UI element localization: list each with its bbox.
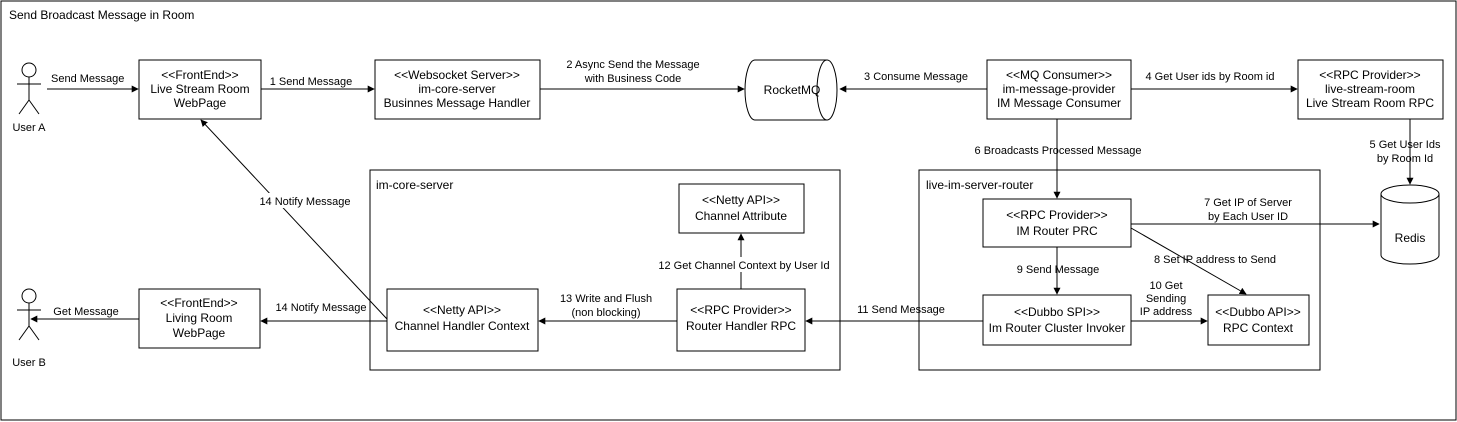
edge-14a [200, 119, 388, 320]
edge-3-label: 3 Consume Message [864, 71, 968, 83]
actor-user-a-label: User A [12, 122, 46, 134]
node-netty-channel-context [386, 288, 539, 352]
node-websocket-server-line3: Businnes Message Handler [384, 96, 531, 110]
edge-10-label-line1: 10 Get [1149, 280, 1182, 292]
actor-user-b-label: User B [12, 357, 46, 369]
node-frontend-live [138, 59, 262, 120]
node-frontend-living-line1: <<FrontEnd>> [160, 296, 237, 310]
node-router-handler-rpc [676, 288, 806, 352]
edge-10-label-line3: IP address [1140, 306, 1193, 318]
node-frontend-live-line2: Live Stream Room [150, 82, 249, 96]
container-im-core-server-label: im-core-server [376, 178, 453, 192]
node-im-router-prc [982, 198, 1132, 248]
node-rpc-provider-room [1297, 59, 1444, 120]
node-mq-consumer-line3: IM Message Consumer [997, 96, 1121, 110]
node-netty-channel-attribute-line2: Channel Attribute [695, 209, 787, 223]
edge-get-message-label: Get Message [53, 306, 118, 318]
edge-14a-label-bg [254, 193, 356, 208]
node-dubbo-api-line2: RPC Context [1223, 321, 1294, 335]
node-rocketmq [744, 59, 838, 121]
actor-user-b [17, 288, 41, 341]
node-websocket-server [374, 59, 541, 120]
node-frontend-live-line3: WebPage [174, 96, 227, 110]
node-frontend-living [138, 288, 261, 349]
node-im-router-prc-line2: IM Router PRC [1016, 224, 1098, 238]
node-rocketmq-label: RocketMQ [764, 83, 821, 97]
node-frontend-living-line2: Living Room [166, 311, 233, 325]
edge-6-label: 6 Broadcasts Processed Message [975, 145, 1142, 157]
node-im-router-prc-line1: <<RPC Provider>> [1006, 208, 1107, 222]
container-im-core-server [369, 169, 841, 371]
edge-14a-label: 14 Notify Message [259, 196, 350, 208]
edge-9-label: 9 Send Message [1017, 264, 1100, 276]
edge-5-label-line2: by Room Id [1377, 153, 1433, 165]
node-dubbo-api-line1: <<Dubbo API>> [1215, 305, 1300, 319]
actor-user-a [17, 62, 41, 115]
edge-12-label-bg [655, 257, 833, 272]
edge-11-label: 11 Send Message [857, 304, 945, 316]
edge-8-label: 8 Set IP address to Send [1154, 254, 1276, 266]
node-router-handler-rpc-line2: Router Handler RPC [686, 319, 796, 333]
node-dubbo-api [1207, 294, 1310, 346]
edge-7-label-line2: by Each User ID [1208, 211, 1288, 223]
node-dubbo-spi [982, 294, 1132, 346]
node-netty-channel-context-line1: <<Netty API>> [423, 303, 501, 317]
node-router-handler-rpc-line1: <<RPC Provider>> [690, 303, 791, 317]
edge-5-label-line1: 5 Get User Ids [1370, 139, 1441, 151]
node-rpc-provider-room-line1: <<RPC Provider>> [1319, 68, 1420, 82]
node-redis [1380, 184, 1440, 265]
node-rpc-provider-room-line3: Live Stream Room RPC [1306, 96, 1434, 110]
edge-2-label-line1: 2 Async Send the Message [566, 59, 699, 71]
edge-1-label: 1 Send Message [270, 76, 353, 88]
edge-13-label-line1: 13 Write and Flush [560, 293, 652, 305]
node-mq-consumer [986, 59, 1132, 120]
edge-13-label-line2: (non blocking) [571, 307, 640, 319]
diagram-title: Send Broadcast Message in Room [9, 8, 194, 22]
node-redis-label: Redis [1395, 231, 1426, 245]
container-router-label: live-im-server-router [926, 178, 1033, 192]
node-frontend-living-line3: WebPage [173, 326, 226, 340]
edge-7-label-line1: 7 Get IP of Server [1204, 197, 1292, 209]
container-router [918, 169, 1321, 371]
edge-4-label: 4 Get User ids by Room id [1146, 71, 1275, 83]
edge-10-label-line2: Sending [1146, 293, 1186, 305]
node-netty-channel-attribute-line1: <<Netty API>> [702, 193, 780, 207]
node-dubbo-spi-line2: Im Router Cluster Invoker [989, 321, 1126, 335]
edge-send-message-label: Send Message [51, 73, 124, 85]
node-dubbo-spi-line1: <<Dubbo SPI>> [1014, 305, 1100, 319]
node-websocket-server-line2: im-core-server [418, 82, 495, 96]
node-netty-channel-attribute [678, 183, 805, 234]
node-rpc-provider-room-line2: live-stream-room [1325, 82, 1415, 96]
edge-2-label-line2: with Business Code [584, 73, 682, 85]
edge-8 [1130, 227, 1247, 295]
node-netty-channel-context-line2: Channel Handler Context [395, 319, 530, 333]
edge-12-label: 12 Get Channel Context by User Id [658, 260, 829, 272]
edge-14b-label: 14 Notify Message [275, 302, 366, 314]
node-mq-consumer-line1: <<MQ Consumer>> [1006, 68, 1112, 82]
node-mq-consumer-line2: im-message-provider [1003, 82, 1116, 96]
node-websocket-server-line1: <<Websocket Server>> [394, 68, 520, 82]
node-frontend-live-line1: <<FrontEnd>> [161, 68, 238, 82]
